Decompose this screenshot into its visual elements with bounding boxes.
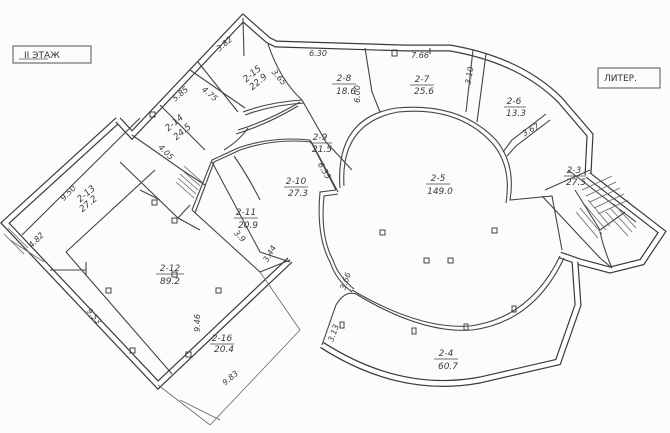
room-2-7: 2-7 25.6 — [410, 75, 434, 97]
dim-6-30: 6.30 — [309, 49, 327, 58]
main-hall-walls — [318, 106, 565, 331]
room-2-4: 2-4 60.7 — [434, 349, 458, 372]
dim-9-46: 9.46 — [193, 314, 202, 332]
dimension-labels: 6.30 7.66 3.10 3.67 3.82 3.65 5.85 4.75 … — [27, 35, 542, 387]
room-2-3: 2-3 27.5 — [564, 166, 586, 188]
svg-text:18.6: 18.6 — [336, 87, 356, 97]
corridor-curves — [223, 101, 301, 151]
lower-curved-room-walls — [320, 261, 582, 387]
stairs-left — [175, 165, 203, 199]
svg-text:20.9: 20.9 — [238, 221, 258, 231]
window-ticks — [3, 227, 45, 263]
dim-3-44: 3.44 — [261, 244, 278, 264]
svg-text:2-5: 2-5 — [431, 174, 446, 184]
svg-text:25.6: 25.6 — [414, 87, 434, 97]
room-2-6: 2-6 13.3 — [504, 97, 526, 119]
dim-3-82: 3.82 — [215, 35, 234, 53]
room-2-9: 2-9 21.5 — [310, 133, 332, 155]
right-wing-walls — [558, 172, 667, 274]
room-2-8: 2-8 18.6 — [332, 74, 356, 97]
svg-text:2-11: 2-11 — [236, 208, 256, 218]
dim-9-83: 9.83 — [221, 369, 240, 387]
dim-3-10: 3.10 — [464, 66, 476, 85]
dim-9-50: 9.50 — [59, 184, 78, 203]
svg-text:2-10: 2-10 — [286, 177, 307, 187]
svg-text:27.3: 27.3 — [288, 189, 308, 199]
svg-text:20.4: 20.4 — [214, 345, 234, 355]
svg-text:13.3: 13.3 — [506, 109, 526, 119]
left-wing-partitions — [21, 117, 201, 375]
room-2-16: 2-16 20.4 — [210, 334, 234, 355]
upper-rooms-partitions — [131, 17, 551, 186]
dim-4-82: 4.82 — [27, 231, 46, 250]
svg-text:2-6: 2-6 — [507, 97, 522, 107]
room-2-10: 2-10 27.3 — [284, 177, 308, 199]
svg-text:2-16: 2-16 — [212, 334, 233, 344]
stairs-right — [575, 175, 637, 239]
room-2-12: 2-12 89.2 — [156, 264, 184, 287]
dim-6-00: 6.00 — [353, 85, 362, 103]
liter-stamp: ЛИТЕР. — [597, 67, 661, 89]
svg-text:21.5: 21.5 — [312, 145, 332, 155]
svg-text:2-7: 2-7 — [415, 75, 430, 85]
svg-text:2-8: 2-8 — [337, 74, 352, 84]
floor-stamp: II ЭТАЖ — [12, 45, 92, 64]
upper-left-walls — [115, 13, 594, 176]
dim-3-65: 3.65 — [270, 68, 288, 87]
svg-text:2-3: 2-3 — [567, 166, 582, 176]
dim-7-66: 7.66 — [411, 51, 429, 60]
svg-text:149.0: 149.0 — [427, 187, 453, 197]
svg-text:2-12: 2-12 — [160, 264, 181, 274]
floor-label: II ЭТАЖ — [24, 51, 60, 61]
room-2-5: 2-5 149.0 — [426, 174, 453, 197]
central-block-walls — [191, 138, 339, 273]
room-2-11: 2-11 20.9 — [234, 208, 258, 231]
annex-outline — [157, 271, 301, 426]
columns — [105, 49, 517, 358]
svg-text:89.2: 89.2 — [160, 277, 180, 287]
left-wing-walls — [0, 117, 293, 390]
dim-3-67: 3.67 — [521, 121, 542, 138]
svg-text:60.7: 60.7 — [438, 362, 458, 372]
svg-text:2-4: 2-4 — [439, 349, 454, 359]
room-2-14: 2-14 24.5 — [164, 113, 194, 143]
svg-text:2-9: 2-9 — [313, 133, 328, 143]
svg-text:27.5: 27.5 — [566, 178, 586, 188]
room-2-15: 2-15 22.9 — [242, 64, 270, 93]
liter-label: ЛИТЕР. — [604, 74, 637, 84]
room-2-13: 2-13 27.2 — [76, 184, 100, 215]
